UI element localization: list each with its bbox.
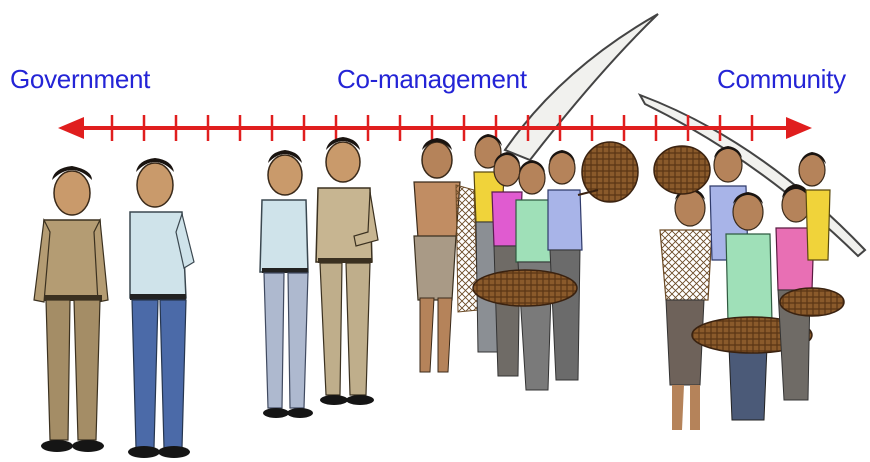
villager-with-net-middle: [413, 138, 479, 373]
villagers-with-nets-and-baskets: [653, 145, 845, 430]
governance-axis-arrow: [58, 115, 812, 141]
fishing-pole-right: [637, 93, 867, 258]
axis-arrowhead-right: [786, 117, 812, 139]
official-blue-shirt-middle: [259, 150, 313, 418]
government-label: Government: [10, 64, 151, 94]
axis-arrowhead-left: [58, 117, 84, 139]
community-label: Community: [717, 64, 846, 94]
official-blue-shirt-left: [128, 158, 195, 458]
officer-khaki-left: [33, 166, 109, 452]
villagers-with-fish-traps: [472, 134, 639, 391]
co-management-label: Co-management: [337, 64, 527, 94]
officer-khaki-middle: [315, 137, 379, 405]
fishing-pole-left: [503, 13, 659, 162]
